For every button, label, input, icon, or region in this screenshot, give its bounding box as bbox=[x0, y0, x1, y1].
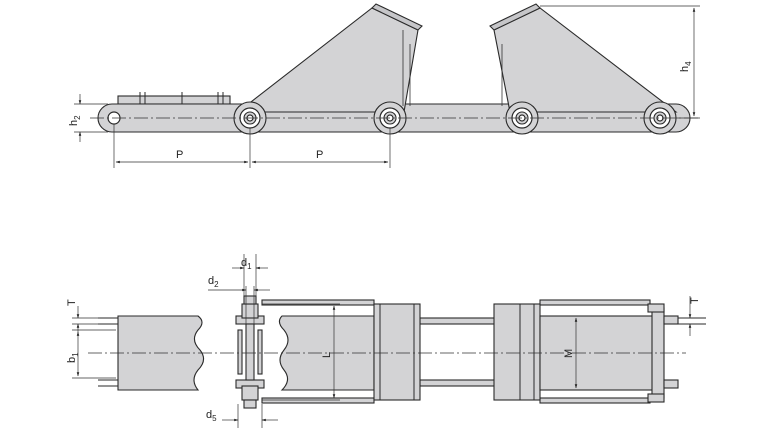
svg-text:d2: d2 bbox=[208, 275, 219, 289]
d1-label: d bbox=[241, 257, 247, 269]
svg-text:d5: d5 bbox=[206, 409, 217, 423]
side-bars bbox=[261, 299, 651, 404]
d1-subscript: 1 bbox=[247, 262, 252, 271]
svg-text:b1: b1 bbox=[66, 352, 80, 363]
svg-text:h4: h4 bbox=[679, 61, 693, 72]
d2-label: d bbox=[208, 275, 214, 287]
d5-subscript: 5 bbox=[212, 414, 217, 423]
svg-text:d1: d1 bbox=[241, 257, 252, 271]
t-dimension-left: T bbox=[66, 299, 100, 336]
b1-dimension: b1 bbox=[66, 329, 116, 379]
h4-dimension: h4 bbox=[540, 5, 700, 119]
right-flight-plate bbox=[493, 7, 678, 113]
h4-subscript: 4 bbox=[684, 61, 693, 66]
m-dimension: M bbox=[563, 317, 578, 389]
d5-label: d bbox=[206, 409, 212, 421]
top-view: T b1 L M T bbox=[66, 254, 706, 428]
l-dimension: L bbox=[262, 303, 340, 401]
m-label: M bbox=[563, 349, 575, 358]
b1-label: b bbox=[66, 357, 78, 363]
pin-assembly bbox=[235, 295, 265, 409]
flight-block-1 bbox=[373, 303, 421, 401]
t-dimension-right: T bbox=[688, 296, 701, 336]
l-label: L bbox=[321, 352, 333, 358]
svg-text:h2: h2 bbox=[68, 115, 82, 126]
d2-dimension: d2 bbox=[208, 275, 270, 324]
pitch-label-2: P bbox=[316, 149, 323, 161]
h4-label: h bbox=[679, 66, 691, 72]
d2-subscript: 2 bbox=[214, 280, 219, 289]
t-label-right: T bbox=[689, 297, 701, 304]
left-flight-plate bbox=[236, 7, 419, 113]
end-cap bbox=[647, 303, 706, 403]
pitch-label-1: P bbox=[176, 149, 183, 161]
b1-subscript: 1 bbox=[71, 352, 80, 357]
pitch-dimensions: P P bbox=[113, 124, 391, 168]
h2-subscript: 2 bbox=[73, 115, 82, 120]
d5-dimension: d5 bbox=[206, 404, 278, 428]
flight-block-2 bbox=[493, 303, 541, 401]
side-view: h2 h4 P P bbox=[68, 3, 700, 168]
h2-label: h bbox=[68, 120, 80, 126]
h2-dimension: h2 bbox=[68, 94, 108, 142]
t-label-left: T bbox=[66, 299, 78, 306]
